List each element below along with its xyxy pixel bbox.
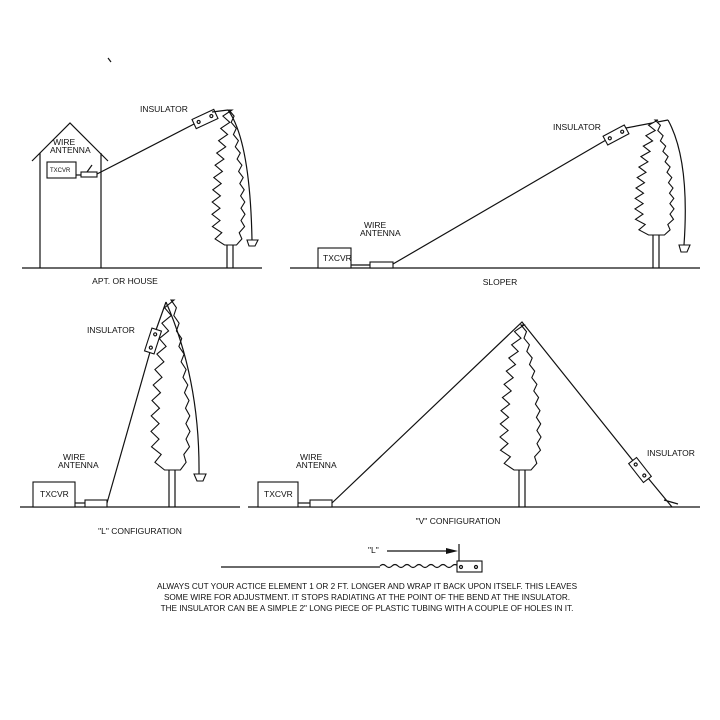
wire-drop: [165, 301, 200, 475]
arrow-head: [446, 548, 458, 554]
panel-apartment-or-house: TXCVR WIRE ANTENNA INSULATOR APT. OR HOU…: [22, 104, 262, 286]
transceiver-box: [257, 481, 299, 508]
insulator: [191, 108, 219, 130]
tree-trunk: [652, 231, 660, 268]
panel-l-configuration: TXCVR WIRE ANTENNA INSULATOR "L" CONFIGU…: [20, 299, 240, 536]
transceiver-label: TXCVR: [50, 168, 71, 174]
weight: [193, 473, 207, 482]
antenna-wire: [96, 122, 197, 175]
tree-crown: [150, 299, 191, 471]
wrap-back-detail: "L": [221, 544, 483, 573]
tree: [633, 119, 675, 268]
antenna-wire: [106, 351, 151, 504]
tree: [499, 324, 542, 507]
stray-mark: [107, 57, 112, 63]
antenna-tuner-box: [80, 171, 98, 178]
length-label: "L": [368, 545, 379, 555]
tree-crown: [633, 119, 675, 236]
wire-label: WIRE: [364, 220, 387, 230]
insulator: [602, 124, 630, 146]
insulator: [143, 327, 163, 355]
panel-v-configuration: TXCVR WIRE ANTENNA INSULATOR "V" CONFIGU…: [248, 321, 700, 526]
antenna-label: ANTENNA: [58, 460, 99, 470]
wire-label: WIRE: [300, 452, 323, 462]
wrapped-wire: [379, 563, 459, 569]
caption-apt-or-house: APT. OR HOUSE: [92, 276, 158, 286]
wire-drop: [667, 119, 686, 246]
tree-crown: [499, 324, 542, 471]
tree-trunk: [168, 466, 176, 507]
tree-trunk: [518, 466, 526, 507]
insulator-label: INSULATOR: [140, 104, 188, 114]
tree: [150, 299, 191, 507]
note-line: THE INSULATOR CAN BE A SIMPLE 2" LONG PI…: [161, 604, 574, 613]
transceiver-label: TXCVR: [264, 489, 293, 499]
transceiver-box: [32, 481, 76, 508]
transceiver-label: TXCVR: [40, 489, 69, 499]
insulator: [627, 456, 653, 484]
note-line: SOME WIRE FOR ADJUSTMENT. IT STOPS RADIA…: [164, 593, 570, 602]
wire-label: WIRE: [63, 452, 86, 462]
tree-crown: [211, 109, 246, 246]
note-line: ALWAYS CUT YOUR ACTICE ELEMENT 1 OR 2 FT…: [157, 582, 578, 591]
insulator-label: INSULATOR: [647, 448, 695, 458]
antenna-tuner-box: [309, 499, 333, 508]
antenna-tuner-box: [369, 261, 394, 269]
notes: ALWAYS CUT YOUR ACTICE ELEMENT 1 OR 2 FT…: [157, 582, 578, 613]
insulator-label: INSULATOR: [553, 122, 601, 132]
antenna-label: ANTENNA: [360, 228, 401, 238]
wire-label: WIRE: [53, 137, 76, 147]
panel-sloper: TXCVR WIRE ANTENNA INSULATOR SLOPER: [290, 119, 700, 287]
antenna-wire: [331, 321, 679, 508]
caption-sloper: SLOPER: [483, 277, 518, 287]
antenna-wire: [392, 139, 607, 265]
weight: [246, 239, 259, 247]
weight: [678, 244, 691, 253]
transceiver-label: TXCVR: [323, 253, 352, 263]
antenna-label: ANTENNA: [296, 460, 337, 470]
antenna-label: ANTENNA: [50, 145, 91, 155]
insulator: [456, 560, 483, 573]
antenna-tuner-box: [84, 499, 108, 508]
transceiver-box: [46, 161, 77, 179]
insulator-label: INSULATOR: [87, 325, 135, 335]
wire-drop: [227, 109, 253, 241]
caption-l-configuration: "L" CONFIGURATION: [98, 526, 182, 536]
caption-v-configuration: "V" CONFIGURATION: [416, 516, 501, 526]
transceiver-box: [317, 247, 352, 269]
tree: [211, 109, 246, 268]
